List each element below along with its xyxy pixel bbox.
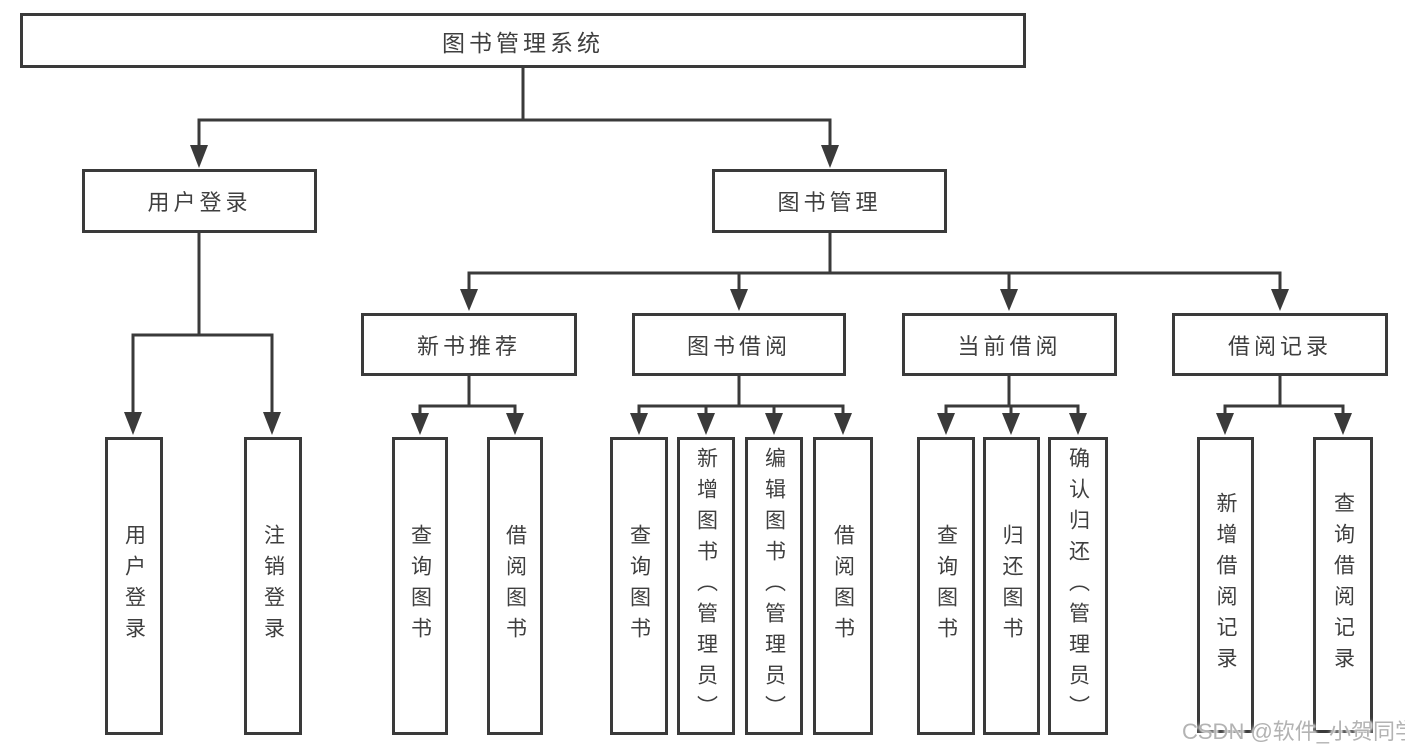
node-label: 查询图书 (408, 524, 432, 648)
node-label: 新书推荐 (416, 333, 521, 359)
node-label: 图书借阅 (686, 333, 791, 359)
leaf-cb-confirm-return-admin: 确认归还（管理员） (1048, 437, 1108, 735)
node-label: 图书管理系统 (442, 29, 604, 56)
node-label: 查询借阅记录 (1331, 492, 1355, 678)
node-label: 借阅图书 (503, 524, 527, 648)
leaf-nb-query-books: 查询图书 (392, 437, 448, 735)
leaf-bb-add-book-admin: 新增图书（管理员） (677, 437, 735, 735)
node-label: 借阅记录 (1227, 333, 1332, 359)
leaf-logout: 注销登录 (244, 437, 302, 735)
node-label: 确认归还（管理员） (1066, 446, 1090, 726)
watermark: CSDN @软件_小贺同学 (1182, 719, 1405, 744)
node-label: 图书管理 (777, 190, 882, 215)
node-label: 用户登录 (147, 190, 252, 215)
node-label: 归还图书 (1000, 524, 1024, 648)
node-user-login: 用户登录 (82, 169, 317, 233)
node-label: 借阅图书 (831, 524, 855, 648)
leaf-br-query-record: 查询借阅记录 (1313, 437, 1373, 733)
node-book-borrowing: 图书借阅 (632, 313, 846, 376)
node-book-management: 图书管理 (712, 169, 947, 233)
arrowheads (124, 145, 1352, 435)
leaf-cb-query-books: 查询图书 (917, 437, 975, 735)
node-label: 新增借阅记录 (1214, 492, 1238, 678)
leaf-bb-edit-book-admin: 编辑图书（管理员） (745, 437, 803, 735)
leaf-br-add-record: 新增借阅记录 (1197, 437, 1254, 733)
leaf-user-login: 用户登录 (105, 437, 163, 735)
leaf-cb-return-books: 归还图书 (983, 437, 1040, 735)
node-label: 新增图书（管理员） (694, 446, 718, 726)
leaf-bb-borrow-books: 借阅图书 (813, 437, 873, 735)
node-borrowing-records: 借阅记录 (1172, 313, 1388, 376)
node-label: 查询图书 (627, 524, 651, 648)
node-label: 当前借阅 (957, 333, 1062, 359)
node-current-borrowing: 当前借阅 (902, 313, 1117, 376)
leaf-nb-borrow-books: 借阅图书 (487, 437, 543, 735)
leaf-bb-query-books: 查询图书 (610, 437, 668, 735)
node-label: 查询图书 (934, 524, 958, 648)
node-library-management-system: 图书管理系统 (20, 13, 1026, 68)
node-label: 用户登录 (122, 524, 146, 648)
node-new-book-recommend: 新书推荐 (361, 313, 577, 376)
node-label: 注销登录 (261, 524, 285, 648)
node-label: 编辑图书（管理员） (762, 446, 786, 726)
